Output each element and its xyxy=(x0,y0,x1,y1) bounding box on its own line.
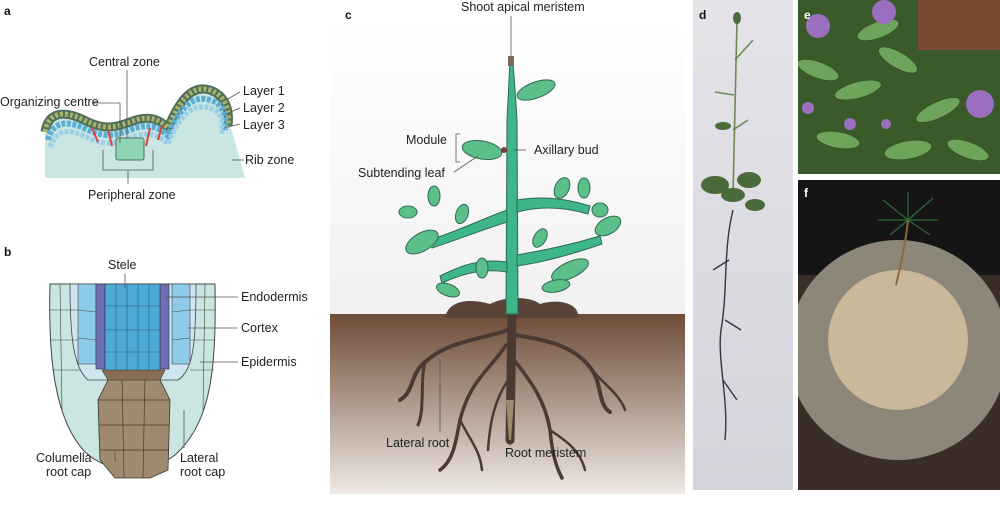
layer-1-cells xyxy=(42,86,231,133)
root-tip xyxy=(506,400,514,440)
branches xyxy=(429,197,603,284)
layer-3 xyxy=(47,104,225,149)
label-lateral-root: Lateral root xyxy=(386,436,450,450)
shoot-meristem-diagram xyxy=(40,70,245,184)
label-columella-line2: root cap xyxy=(46,465,92,479)
pine-seedling-drawing xyxy=(798,192,1000,490)
panel-a-leaders xyxy=(92,70,244,184)
label-cortex: Cortex xyxy=(241,321,278,335)
panel-letter-b: b xyxy=(4,245,12,259)
panel-b-leaders xyxy=(114,274,238,462)
endodermis-left xyxy=(95,283,106,370)
columella-cells xyxy=(98,375,170,479)
label-stele: Stele xyxy=(108,258,137,272)
organizing-centre xyxy=(115,137,145,161)
label-lateral-line2: root cap xyxy=(180,465,226,479)
layer-2 xyxy=(45,95,229,142)
label-epidermis: Epidermis xyxy=(241,355,297,369)
root-apex-diagram xyxy=(49,274,238,479)
outer-cell-grid xyxy=(50,283,215,411)
panel-letter-f: f xyxy=(804,186,808,200)
label-layer-3: Layer 3 xyxy=(243,118,285,132)
photo-rhododendron xyxy=(798,0,1000,174)
panel-letter-d: d xyxy=(699,8,707,22)
panel-letter-c: c xyxy=(345,8,352,22)
stele-cells xyxy=(105,284,160,372)
stele xyxy=(104,283,161,373)
leaves xyxy=(398,79,622,298)
columella-root-cap xyxy=(97,375,171,479)
label-columella-line1: Columella xyxy=(36,451,92,465)
label-shoot-apical-meristem: Shoot apical meristem xyxy=(461,0,585,14)
stem-tip xyxy=(508,56,514,66)
rhododendron-drawing xyxy=(798,0,1000,161)
label-organizing-centre: Organizing centre xyxy=(0,95,99,109)
panel-letter-e: e xyxy=(804,8,811,22)
panel-c-leaders xyxy=(439,16,526,446)
label-rib-zone: Rib zone xyxy=(245,153,295,167)
quiescent-centre xyxy=(101,369,166,381)
photo-pine-seedling xyxy=(798,180,1000,490)
panel-letter-a: a xyxy=(4,4,11,18)
label-subtending-leaf: Subtending leaf xyxy=(358,166,445,180)
axillary-bud xyxy=(501,147,507,153)
peripheral-zone-markers xyxy=(91,125,163,147)
label-layer-2: Layer 2 xyxy=(243,101,285,115)
label-central-zone: Central zone xyxy=(89,55,160,69)
label-layer-1: Layer 1 xyxy=(243,84,285,98)
label-module: Module xyxy=(406,133,447,147)
whole-plant-diagram xyxy=(330,16,685,494)
photo-arabidopsis xyxy=(693,0,793,490)
label-axillary-bud: Axillary bud xyxy=(534,143,599,157)
label-endodermis: Endodermis xyxy=(241,290,308,304)
label-root-meristem: Root meristem xyxy=(505,446,587,460)
label-peripheral-zone: Peripheral zone xyxy=(88,188,176,202)
arabidopsis-drawing xyxy=(701,12,765,441)
label-lateral-line1: Lateral xyxy=(180,451,219,465)
